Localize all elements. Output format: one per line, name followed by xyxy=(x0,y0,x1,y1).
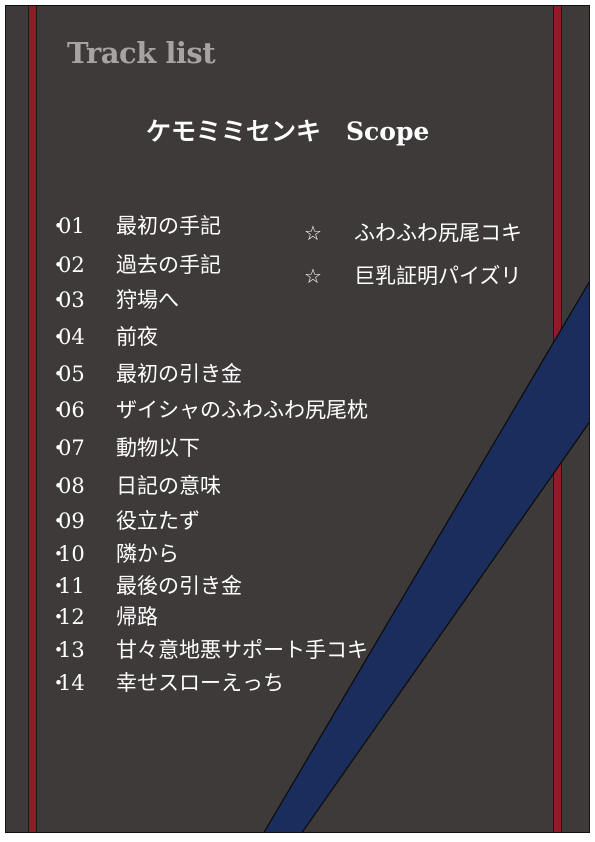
track-title: 役立たず xyxy=(116,509,200,533)
track-title: 動物以下 xyxy=(116,436,200,460)
track-number: 07 xyxy=(48,438,116,459)
track-title: 幸せスローえっち xyxy=(116,671,284,695)
track-title: 最初の手記 xyxy=(116,214,221,238)
bonus-track-title: ふわふわ尻尾コキ xyxy=(354,221,522,245)
track-title: 過去の手記 xyxy=(116,253,221,277)
track-number: 14 xyxy=(48,673,116,694)
track-number: 13 xyxy=(48,640,116,661)
blue-sash-band xyxy=(263,281,589,832)
track-number: 08 xyxy=(48,476,116,497)
track-number: 11 xyxy=(48,576,116,597)
track-title: 狩場へ xyxy=(116,288,179,312)
track-number: 09 xyxy=(48,511,116,532)
track-number: 03 xyxy=(48,290,116,311)
track-title: 最初の引き金 xyxy=(116,362,242,386)
bonus-track-item: ☆ 巨乳証明パイズリ xyxy=(304,266,521,287)
star-icon: ☆ xyxy=(304,264,322,288)
left-red-stripe xyxy=(28,6,37,832)
track-title: ザイシャのふわふわ尻尾枕 xyxy=(116,398,368,422)
blue-sash-decoration xyxy=(263,281,589,832)
track-number: 10 xyxy=(48,544,116,565)
track-list-heading: Track list xyxy=(67,36,216,70)
track-number: 12 xyxy=(48,607,116,628)
track-title: 最後の引き金 xyxy=(116,574,242,598)
track-number: 05 xyxy=(48,364,116,385)
track-title: 日記の意味 xyxy=(116,474,221,498)
track-number: 02 xyxy=(48,255,116,276)
track-title: 前夜 xyxy=(116,325,158,349)
star-icon: ☆ xyxy=(304,221,322,245)
track-number: 04 xyxy=(48,327,116,348)
track-number: 06 xyxy=(48,400,116,421)
album-title: ケモミミセンキ Scope xyxy=(146,117,430,146)
bonus-track-title: 巨乳証明パイズリ xyxy=(354,264,522,288)
track-title: 帰路 xyxy=(116,605,158,629)
track-title: 甘々意地悪サポート手コキ xyxy=(116,638,368,662)
bonus-track-item: ☆ ふわふわ尻尾コキ xyxy=(304,223,522,244)
track-title: 隣から xyxy=(116,542,179,566)
track-number: 01 xyxy=(48,216,116,237)
